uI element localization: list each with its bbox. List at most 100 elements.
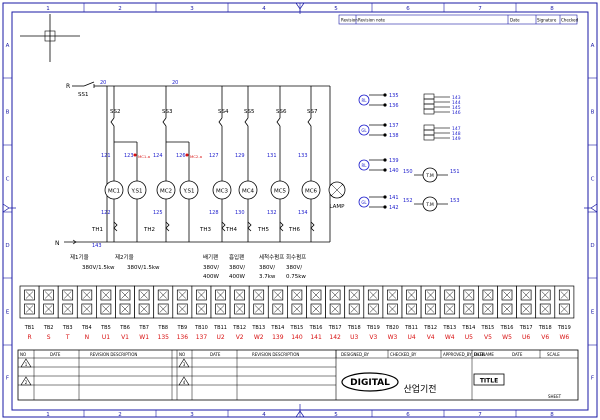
wire-number: 152 <box>403 198 413 204</box>
top-block-revision: Revision <box>341 18 358 23</box>
wire-number: 127 <box>209 153 219 159</box>
terminal-screw-cross <box>159 305 167 313</box>
checked-by-label: CHECKED_BY <box>390 352 417 357</box>
terminal-screw-cross <box>140 305 148 313</box>
wire-number: 121 <box>101 153 111 159</box>
company-name-kr: 산업기전 <box>403 384 436 395</box>
zone-col-label: 4 <box>262 6 266 12</box>
zone-row-label: F <box>591 376 594 382</box>
zone-col-label: 5 <box>334 6 338 12</box>
terminal-screw-cross <box>102 305 110 313</box>
terminal-signal-label: W1 <box>139 334 149 341</box>
center-marker <box>295 404 305 418</box>
terminal-mark <box>423 129 435 136</box>
terminal-screw-cross <box>140 291 148 299</box>
terminal-tb-label: TB13 <box>442 325 456 331</box>
terminal-signal-label: W4 <box>445 334 455 341</box>
terminal-screw-cross <box>121 305 129 313</box>
terminal-screw-cross <box>541 305 549 313</box>
terminal-signal-label: 135 <box>158 334 170 341</box>
zone-row-label: B <box>591 110 595 116</box>
terminal-signal-label: 141 <box>310 334 322 341</box>
terminal-screw-cross <box>350 305 358 313</box>
terminal-signal-label: W2 <box>254 334 264 341</box>
terminal-signal-label: W5 <box>502 334 512 341</box>
terminal-screw-cross <box>522 305 530 313</box>
terminal-tb-label: TB20 <box>385 325 399 331</box>
relay-label: MC5 <box>274 189 287 195</box>
zone-col-label: 6 <box>406 6 410 12</box>
terminal-tb-label: TB16 <box>309 325 323 331</box>
load-spec: 380V/1.5kw <box>82 265 115 271</box>
terminal-tb-label: TB14 <box>270 325 284 331</box>
wire-number: 135 <box>389 93 399 99</box>
terminal-screw-cross <box>25 305 34 313</box>
selector-switch <box>276 117 281 127</box>
terminal-tb-label: TB17 <box>519 325 533 331</box>
terminal-tb-label: TB12 <box>232 325 246 331</box>
terminal-signal-label: S <box>47 334 51 341</box>
zone-col-label: 2 <box>118 412 122 418</box>
terminal-screw-cross <box>216 305 225 313</box>
wire-number: 126 <box>176 153 186 159</box>
wire-number: 20 <box>100 80 106 86</box>
selector-switch-label: SS7 <box>307 109 318 115</box>
terminal-signal-label: 142 <box>329 334 341 341</box>
wire-number: 130 <box>235 210 245 216</box>
zone-col-label: 3 <box>190 6 194 12</box>
revision-number: 2 <box>25 380 28 385</box>
wire-number: 146 <box>452 110 461 116</box>
terminal-screw-cross <box>178 291 186 299</box>
zone-row-label: E <box>6 310 10 316</box>
zone-row-label: D <box>5 243 9 249</box>
selector-switch <box>110 117 115 127</box>
terminal-screw-cross <box>178 305 186 313</box>
terminal-signal-label: V1 <box>121 334 129 341</box>
neutral-arrow <box>64 239 77 245</box>
lamp-cross <box>330 183 344 197</box>
load-spec: 400W <box>203 274 219 280</box>
indicator-lamp <box>358 124 370 136</box>
terminal-tb-label: TB3 <box>62 325 73 331</box>
load-spec: 3.7kw <box>259 274 276 280</box>
load-spec: 380V/ <box>259 265 275 271</box>
wire-number: 138 <box>389 133 399 139</box>
selector-switch <box>307 117 312 127</box>
top-block-signature: Signature <box>537 18 557 23</box>
terminal-screw-cross <box>235 305 244 313</box>
ss1-label: SS1 <box>78 92 88 98</box>
selector-switch <box>218 117 223 127</box>
terminal-tb-label: TB8 <box>157 325 168 331</box>
terminal-screw-cross <box>44 305 53 313</box>
bottom-no-label: NO <box>179 352 185 357</box>
top-block-date: Date <box>510 18 520 23</box>
load-name: 제1기울 <box>70 253 89 261</box>
neutral-label: N <box>55 240 60 247</box>
terminal-screw-cross <box>560 305 568 313</box>
selector-switch-label: SS4 <box>218 109 229 115</box>
zone-col-label: 6 <box>406 412 410 418</box>
terminal-dot <box>383 205 387 209</box>
terminal-signal-label: U2 <box>216 334 224 341</box>
load-name: 세척수펌프 <box>259 253 284 261</box>
load-spec: 380V/1.5kw <box>127 265 160 271</box>
interlock-label: MC2-a <box>190 154 202 159</box>
terminal-signal-label: T <box>65 334 70 341</box>
thermal-relay <box>279 221 284 232</box>
terminal-signal-label: 137 <box>196 334 208 341</box>
bottom-rev-desc-label: REVISION DESCRIPTION <box>252 352 299 357</box>
interlock-dot <box>133 153 137 157</box>
thermal-relay-label: TH3 <box>199 227 211 233</box>
terminal-signal-label: U4 <box>407 334 415 341</box>
terminal-screw-cross <box>255 291 263 299</box>
terminal-tb-label: TB18 <box>347 325 361 331</box>
terminal-mark <box>423 93 435 100</box>
terminal-screw-cross <box>197 305 206 313</box>
terminal-signal-label: 140 <box>291 334 303 341</box>
ss1-switch <box>83 81 95 87</box>
bottom-no-label: NO <box>20 352 26 357</box>
load-name: 흡입팬 <box>229 253 244 261</box>
selector-switch-label: SS2 <box>110 109 120 115</box>
thermal-relay <box>113 221 118 232</box>
terminal-mark <box>423 98 435 105</box>
